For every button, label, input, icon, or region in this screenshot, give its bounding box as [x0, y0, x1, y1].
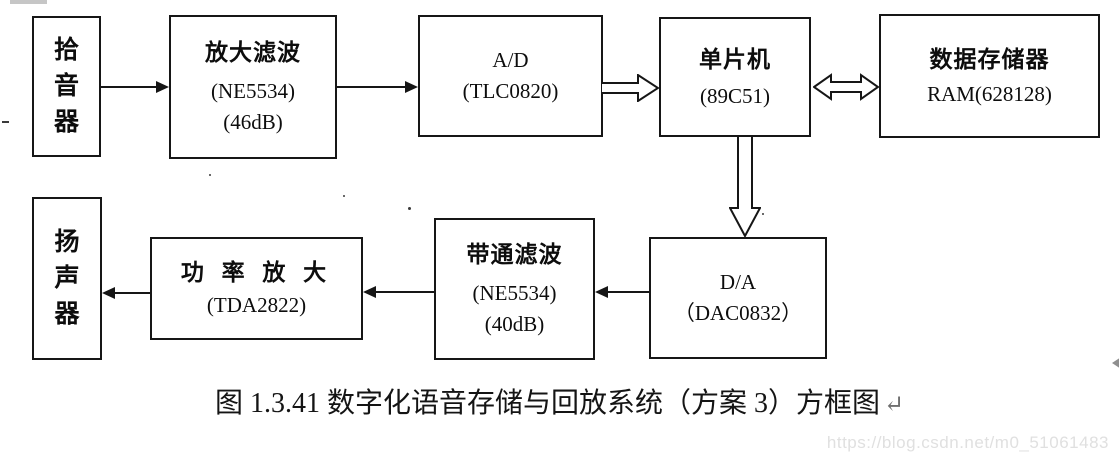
- speaker-char-1: 扬: [54, 228, 80, 256]
- edge-return-arrow-icon: [1112, 357, 1119, 369]
- arrow-poweramp-to-speaker-line: [113, 292, 150, 294]
- block-power-amp: 功 率 放 大 (TDA2822): [150, 237, 363, 340]
- block-mcu: 单片机 (89C51): [659, 17, 811, 137]
- arrow-ampfilter-to-adc-head: [405, 81, 418, 93]
- bus-arrow-mcu-ram-bidirectional: [813, 73, 879, 101]
- arrow-bandpass-to-poweramp-line: [374, 291, 434, 293]
- block-adc: A/D (TLC0820): [418, 15, 603, 137]
- speaker-char-3: 器: [54, 300, 80, 328]
- scan-speck: [209, 174, 211, 176]
- power-amp-title: 功 率 放 大: [180, 260, 333, 285]
- block-speaker-label: 扬 声 器: [54, 225, 79, 333]
- arrow-poweramp-to-speaker-head: [102, 287, 115, 299]
- arrow-bandpass-to-poweramp-head: [363, 286, 376, 298]
- figure-caption-text: 图 1.3.41 数字化语音存储与回放系统（方案 3）方框图: [214, 388, 880, 419]
- block-dac: D/A （DAC0832）: [649, 237, 827, 359]
- mcu-title: 单片机: [699, 46, 771, 72]
- power-amp-part: (TDA2822): [206, 293, 307, 317]
- block-speaker: 扬 声 器: [32, 197, 102, 360]
- arrow-dac-to-bandpass-line: [606, 291, 649, 293]
- scan-speck: [2, 121, 9, 123]
- mcu-part: (89C51): [700, 83, 770, 108]
- scan-speck: [408, 207, 411, 210]
- ram-part: RAM(628128): [927, 81, 1052, 106]
- amp-filter-gain: (46dB): [223, 110, 283, 134]
- adc-part: (TLC0820): [462, 79, 559, 103]
- dac-part: （DAC0832）: [673, 301, 803, 325]
- block-pickup-label: 拾 音 器: [54, 33, 79, 141]
- bus-arrow-mcu-to-dac: [729, 136, 761, 237]
- block-pickup: 拾 音 器: [32, 16, 101, 157]
- figure-caption: 图 1.3.41 数字化语音存储与回放系统（方案 3）方框图↵: [0, 388, 1119, 421]
- scan-artifact-bar: [10, 0, 47, 4]
- paragraph-return-mark: ↵: [883, 392, 905, 418]
- pickup-char-3: 器: [53, 108, 79, 136]
- arrow-dac-to-bandpass-head: [595, 286, 608, 298]
- ram-title: 数据存储器: [929, 46, 1050, 72]
- bandpass-part: (NE5534): [472, 281, 557, 305]
- csdn-watermark: https://blog.csdn.net/m0_51061483: [826, 433, 1109, 452]
- scan-speck: [343, 195, 345, 197]
- bandpass-title: 带通滤波: [466, 242, 563, 267]
- dac-title: D/A: [719, 270, 757, 294]
- pickup-char-2: 音: [53, 72, 79, 100]
- pickup-char-1: 拾: [53, 36, 79, 64]
- arrow-pickup-to-ampfilter-head: [156, 81, 169, 93]
- block-amp-filter: 放大滤波 (NE5534) (46dB): [169, 15, 337, 159]
- arrow-pickup-to-ampfilter-line: [101, 86, 158, 88]
- speaker-char-2: 声: [54, 264, 80, 292]
- scan-speck: [762, 213, 764, 215]
- arrow-ampfilter-to-adc-line: [337, 86, 407, 88]
- amp-filter-title: 放大滤波: [205, 40, 301, 65]
- adc-title: A/D: [492, 48, 529, 72]
- bandpass-gain: (40dB): [484, 312, 545, 336]
- block-ram: 数据存储器 RAM(628128): [879, 14, 1100, 138]
- block-bandpass: 带通滤波 (NE5534) (40dB): [434, 218, 595, 360]
- amp-filter-part: (NE5534): [211, 79, 295, 103]
- bus-arrow-adc-to-mcu: [601, 74, 659, 102]
